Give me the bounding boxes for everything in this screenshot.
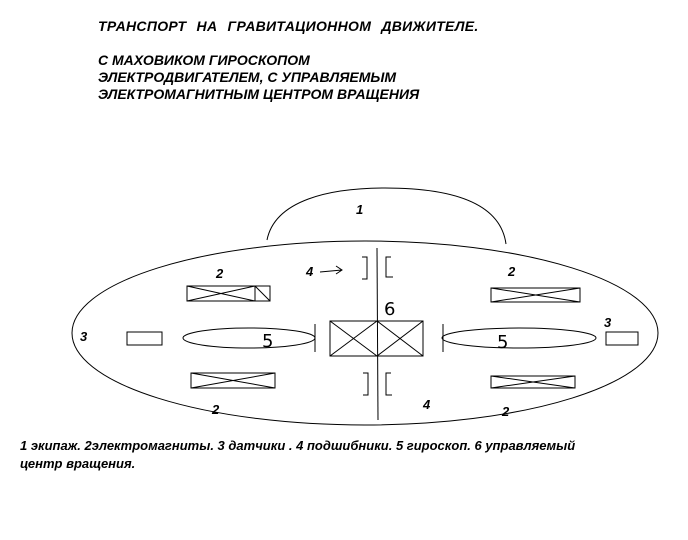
label-sensor-right: 3 bbox=[604, 315, 612, 330]
hull-outline bbox=[71, 240, 659, 426]
label-magnet-bl: 2 bbox=[211, 402, 220, 417]
gyro-right bbox=[441, 327, 597, 349]
subtitle-line-3: ЭЛЕКТРОМАГНИТНЫМ ЦЕНТРОМ ВРАЩЕНИЯ bbox=[98, 86, 420, 102]
magnet-top-left bbox=[186, 285, 271, 302]
crew-dome bbox=[266, 187, 507, 245]
label-crew: 1 bbox=[356, 202, 363, 217]
sensor-right bbox=[605, 331, 639, 346]
bearing-top bbox=[362, 256, 393, 280]
shaft bbox=[376, 247, 379, 421]
label-sensor-left: 3 bbox=[80, 329, 88, 344]
subtitle-line-2: ЭЛЕКТРОДВИГАТЕЛЕМ, С УПРАВЛЯЕМЫМ bbox=[98, 69, 397, 85]
sensor-left bbox=[126, 331, 163, 346]
arrow-icon bbox=[319, 265, 343, 275]
subtitle-line-1: С МАХОВИКОМ ГИРОСКОПОМ bbox=[98, 52, 310, 68]
label-center: 6 bbox=[384, 299, 395, 320]
label-bearing-top: 4 bbox=[305, 264, 314, 279]
label-gyro-left: 5 bbox=[262, 331, 273, 352]
label-gyro-right: 5 bbox=[497, 332, 508, 353]
magnet-top-right bbox=[490, 287, 581, 303]
label-magnet-tl: 2 bbox=[215, 266, 224, 281]
label-magnet-br: 2 bbox=[501, 404, 510, 419]
legend-line-1: 1 экипаж. 2электромагниты. 3 датчики . 4… bbox=[20, 438, 576, 453]
label-bearing-bottom: 4 bbox=[422, 397, 431, 412]
rotation-center-block bbox=[329, 320, 424, 357]
label-magnet-tr: 2 bbox=[507, 264, 516, 279]
magnet-bottom-left bbox=[190, 372, 276, 389]
magnet-bottom-right bbox=[490, 375, 576, 389]
gyro-left bbox=[182, 327, 316, 349]
diagram-title: ТРАНСПОРТ НА ГРАВИТАЦИОННОМ ДВИЖИТЕЛЕ. bbox=[98, 18, 479, 34]
legend-line-2: центр вращения. bbox=[20, 456, 136, 471]
bearing-bottom bbox=[363, 372, 392, 396]
